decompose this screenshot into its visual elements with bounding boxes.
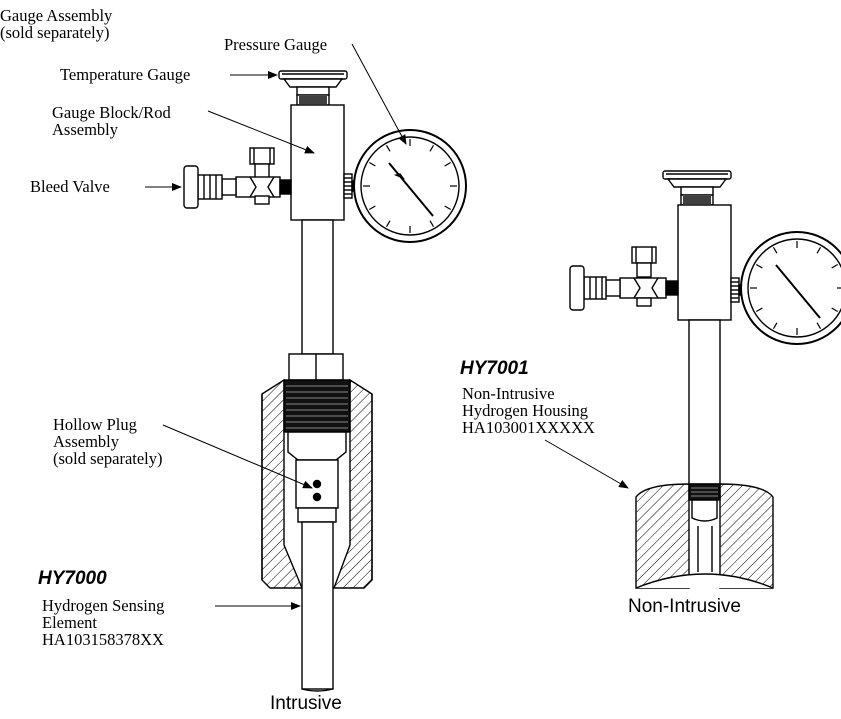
dial-tick [755,307,763,313]
dial-tick [444,161,452,167]
hollow-plug-line-2: Assembly [53,432,119,451]
pressure-gauge [343,129,467,243]
non-intrusive-housing [635,483,690,589]
hollow-plug-label: Hollow Plug Assembly (sold separately) [53,416,163,467]
hy7000-line-2: Element [42,613,97,632]
temperature-gauge [278,70,348,106]
hollow-plug-line-3: (sold separately) [53,449,163,468]
pressure-gauge-label: Pressure Gauge [224,35,328,54]
dial-tick [772,322,778,330]
gauge-ticks [363,139,457,233]
gauge-block-line-1: Gauge Block/Rod [52,103,171,122]
bleed-valve-2 [569,246,679,311]
hy7001-line-2: Hydrogen Housing [462,401,589,420]
dial-tick [755,263,763,269]
bleed-valve-label: Bleed Valve [30,177,110,196]
dial-tick [385,144,391,152]
gauge-ticks-2 [750,241,841,335]
intrusive-caption: Intrusive [270,693,342,714]
hollow-plug [287,431,347,523]
temperature-gauge-2 [662,170,732,206]
bleed-valve [183,147,292,209]
dial-tick [816,322,822,330]
hy7000-description: Hydrogen Sensing Element HA103158378XX [42,597,164,648]
hy7000-model: HY7000 [38,568,107,589]
gauge-block-label: Gauge Block/Rod Assembly [52,104,171,138]
sensing-element [301,521,334,690]
threaded-section [283,379,351,433]
intrusive-assembly [183,70,467,692]
gauge-block-2 [677,204,732,321]
gauge-block [290,104,345,221]
gauge-assembly-line-2: (sold separately) [0,23,110,42]
gauge-assembly-label: Gauge Assembly (sold separately) [0,7,112,41]
dial-tick [368,205,376,211]
gauge-block-line-2: Assembly [52,120,118,139]
temperature-gauge-label: Temperature Gauge [60,65,191,84]
gauge-assembly-line-1: Gauge Assembly [0,6,113,25]
dial-tick [368,161,376,167]
dial-tick [385,220,391,228]
dial-tick [831,263,839,269]
hy7000-line-3: HA103158378XX [42,630,164,649]
leader-lines [145,43,629,610]
dial-tick [772,246,778,254]
hy7001-model: HY7001 [460,358,529,379]
hy7001-line-3: HA103001XXXXX [462,418,595,437]
hy7001-line-1: Non-Intrusive [462,384,555,403]
dial-tick [444,205,452,211]
pressure-gauge-2 [730,231,841,345]
non-intrusive-caption: Non-Intrusive [628,596,741,617]
dial-tick [429,220,435,228]
rod-2 [688,319,721,485]
dial-tick [816,246,822,254]
hy7000-line-1: Hydrogen Sensing [42,596,165,615]
non-intrusive-assembly [569,170,841,589]
hollow-plug-line-1: Hollow Plug [53,415,137,434]
rod [301,219,334,355]
dial-tick [831,307,839,313]
dial-tick [429,144,435,152]
hy7001-description: Non-Intrusive Hydrogen Housing HA103001X… [462,385,595,436]
